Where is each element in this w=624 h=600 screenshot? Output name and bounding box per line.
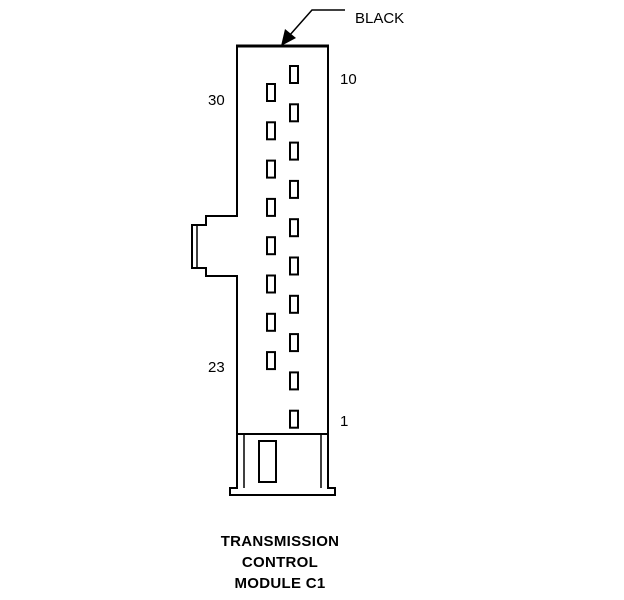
- pin-cavity: [289, 179, 299, 199]
- pin-cavity: [266, 274, 276, 294]
- pin-cavity: [266, 197, 276, 217]
- caption-line-3: MODULE C1: [234, 575, 326, 592]
- connector-caption: TRANSMISSION CONTROL MODULE C1: [0, 531, 560, 594]
- caption-line-2: CONTROL: [241, 554, 319, 571]
- pin-label-10: 10: [340, 71, 357, 88]
- pin-cavity: [266, 159, 276, 179]
- black-leader-line: [288, 9, 345, 37]
- pin-cavity: [289, 333, 299, 353]
- pin-cavity: [289, 371, 299, 391]
- pin-cavity: [266, 236, 276, 256]
- pin-cavity: [289, 294, 299, 314]
- pin-cavity: [289, 256, 299, 276]
- pin-cavities: [266, 65, 299, 429]
- caption-line-1: TRANSMISSION: [220, 533, 340, 550]
- pin-cavity: [266, 312, 276, 332]
- pin-label-1: 1: [340, 413, 348, 430]
- pin-cavity: [289, 141, 299, 161]
- wire-color-label: BLACK: [355, 10, 404, 27]
- pin-label-23: 23: [208, 359, 225, 376]
- lock-window: [258, 440, 277, 483]
- pin-cavity: [266, 121, 276, 141]
- black-leader-arrowhead: [281, 29, 296, 46]
- pin-cavity: [289, 103, 299, 123]
- pin-cavity: [289, 65, 299, 84]
- pin-cavity: [266, 83, 276, 102]
- connector-lock-housing: [229, 433, 336, 496]
- pin-cavity: [289, 218, 299, 238]
- pin-cavity: [289, 409, 299, 429]
- pin-label-30: 30: [208, 92, 225, 109]
- pin-cavity: [266, 351, 276, 371]
